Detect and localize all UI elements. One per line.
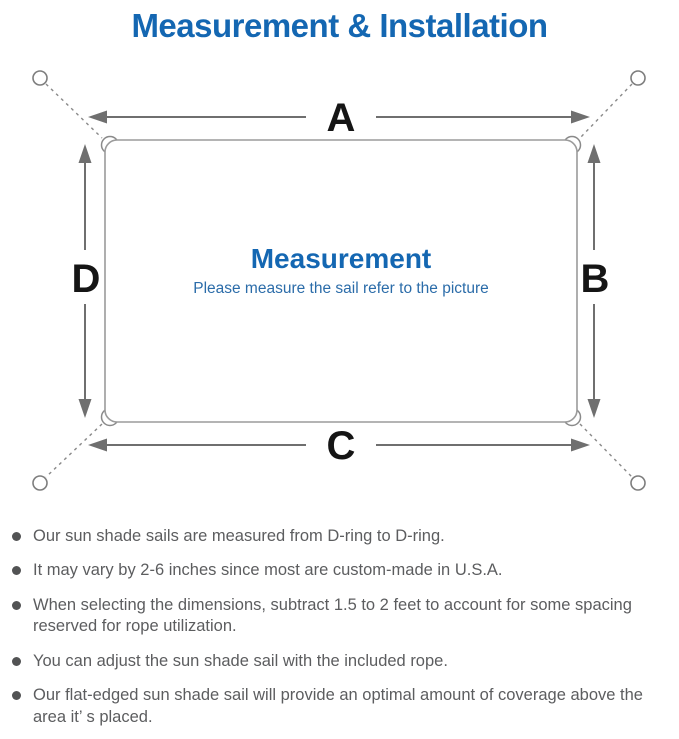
note-item: You can adjust the sun shade sail with t… <box>10 651 673 672</box>
dimension-b: B <box>581 144 610 418</box>
bullet-icon <box>12 691 21 701</box>
bullet-icon <box>12 532 21 541</box>
dimension-label-d: D <box>72 257 101 301</box>
bullet-icon <box>12 600 21 610</box>
dimension-d: D <box>72 144 101 418</box>
note-text: You can adjust the sun shade sail with t… <box>33 651 448 670</box>
dimension-label-a: A <box>327 96 356 140</box>
arrowhead-icon <box>88 438 107 452</box>
arrowhead-icon <box>587 399 601 418</box>
dimension-label-b: B <box>581 257 610 301</box>
anchor-ring-icon <box>630 70 646 86</box>
notes-list: Our sun shade sails are measured from D-… <box>0 526 679 728</box>
page-title: Measurement & Installation <box>131 7 548 44</box>
arrowhead-icon <box>571 438 590 452</box>
bullet-icon <box>12 566 21 576</box>
arrowhead-icon <box>78 144 92 163</box>
tension-line <box>579 83 633 139</box>
anchor-ring-icon <box>32 70 48 86</box>
anchor-points <box>32 70 646 491</box>
dimension-a: A <box>88 96 590 140</box>
arrowhead-icon <box>78 399 92 418</box>
dimension-c: C <box>88 424 590 468</box>
measurement-diagram: A C D B Measurement Please meas <box>32 70 646 491</box>
note-item: Our flat-edged sun shade sail will provi… <box>10 685 673 728</box>
note-item: It may vary by 2-6 inches since most are… <box>10 560 673 581</box>
bullet-icon <box>12 656 21 666</box>
shade-sail-outline <box>104 139 578 423</box>
arrowhead-icon <box>88 110 107 124</box>
note-text: It may vary by 2-6 inches since most are… <box>33 561 503 580</box>
tension-line <box>45 83 103 139</box>
tension-line <box>45 423 103 478</box>
note-item: When selecting the dimensions, subtract … <box>10 595 673 638</box>
note-text: When selecting the dimensions, subtract … <box>33 595 632 636</box>
diagram-subheading: Please measure the sail refer to the pic… <box>193 280 489 297</box>
arrowhead-icon <box>571 110 590 124</box>
note-item: Our sun shade sails are measured from D-… <box>10 526 673 547</box>
anchor-ring-icon <box>630 475 646 491</box>
note-text: Our flat-edged sun shade sail will provi… <box>33 686 643 726</box>
tension-lines <box>45 83 633 478</box>
diagram-heading: Measurement <box>251 243 432 274</box>
note-text: Our sun shade sails are measured from D-… <box>33 527 445 545</box>
arrowhead-icon <box>587 144 601 163</box>
tension-line <box>579 423 633 478</box>
dimension-label-c: C <box>327 424 356 468</box>
anchor-ring-icon <box>32 475 48 491</box>
